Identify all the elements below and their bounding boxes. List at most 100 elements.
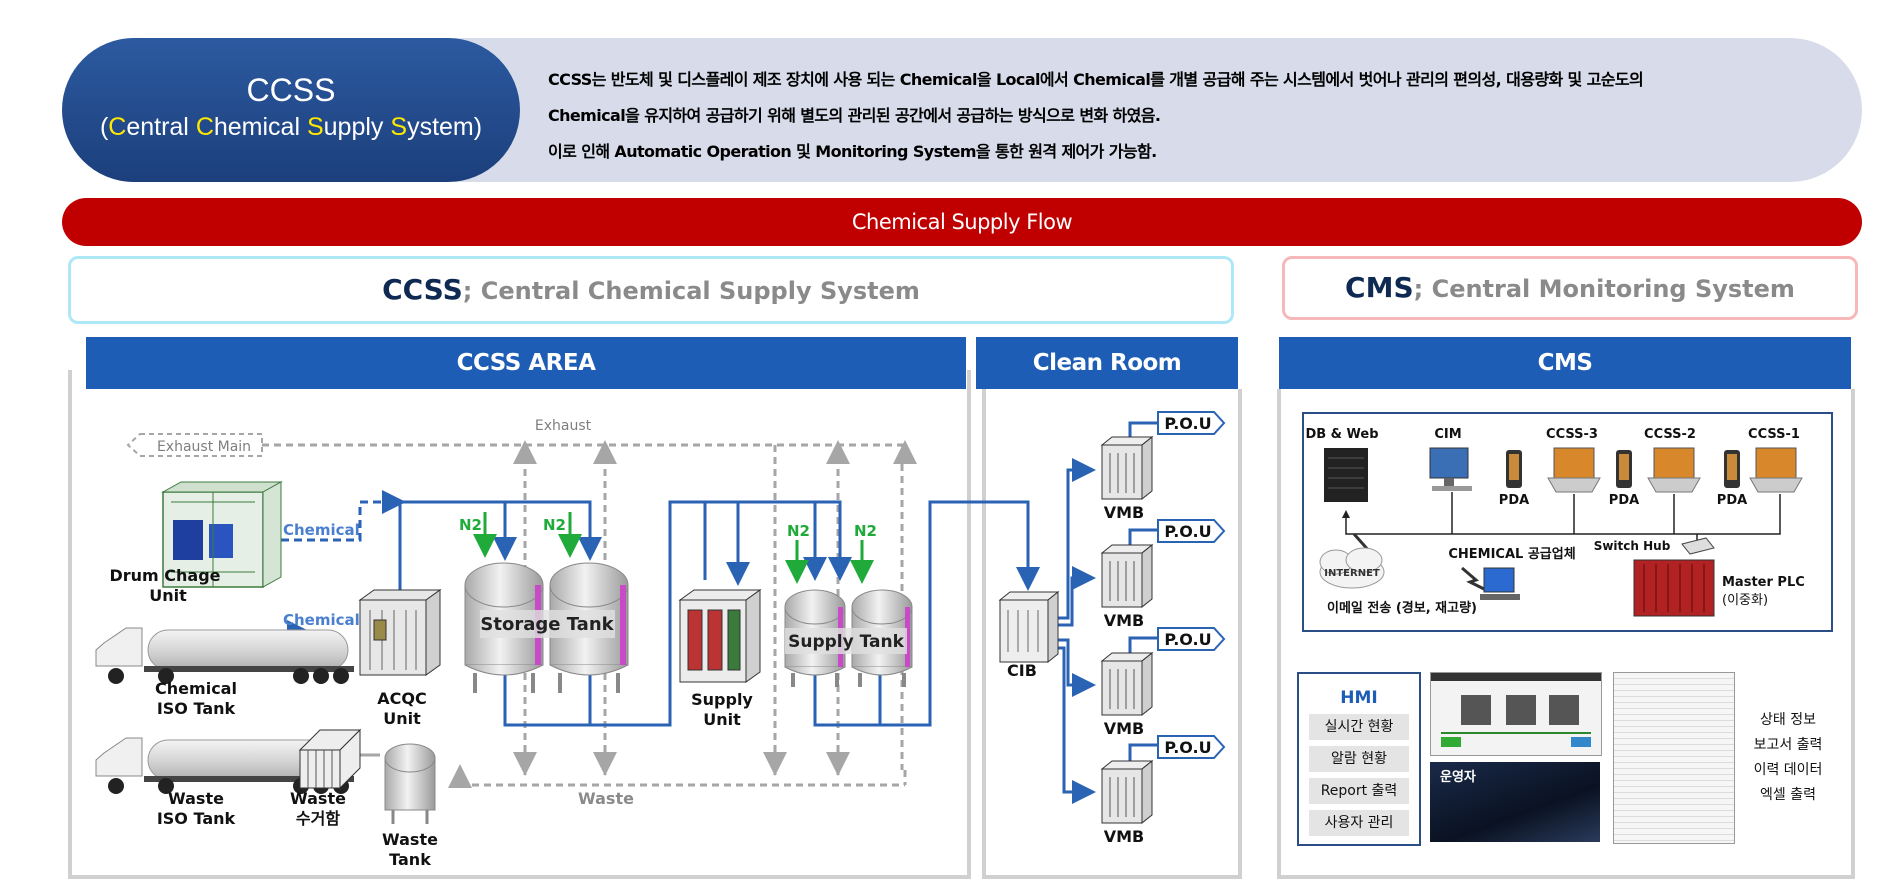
- operator-photo: 운영자: [1430, 762, 1600, 842]
- pou-label: P.O.U: [1164, 414, 1211, 433]
- waste-iso-truck: [95, 737, 354, 794]
- vendor-pc-icon: [1480, 567, 1520, 600]
- cms-network-diagram: DB & Web CIM CCSS-3 CCSS-2 CCSS-1 PDA PD…: [1305, 427, 1805, 617]
- ccss2-label: CCSS-2: [1644, 427, 1696, 442]
- chemical-iso-truck: [95, 627, 354, 684]
- supply-tank-label: Supply Tank: [788, 632, 904, 652]
- chemical-vendor-label: CHEMICAL 공급업체: [1448, 547, 1575, 562]
- vmb-label: VMB: [1104, 827, 1145, 846]
- vmb-label: VMB: [1104, 611, 1145, 630]
- pou-label: P.O.U: [1164, 522, 1211, 541]
- hmi-title: HMI: [1340, 688, 1378, 708]
- header-title-pill: CCSS (Central Chemical Supply System): [62, 38, 520, 182]
- laptop-icon: [1647, 447, 1701, 493]
- supply-pipes: [268, 421, 1158, 804]
- description-line: 이로 인해 Automatic Operation 및 Monitoring S…: [548, 142, 1157, 161]
- svg-text:Unit: Unit: [703, 710, 741, 729]
- svg-text:N2: N2: [459, 516, 482, 534]
- ccss3-label: CCSS-3: [1546, 427, 1598, 442]
- internet-cloud-icon: [1319, 547, 1385, 589]
- pda-icon: [1506, 450, 1522, 488]
- pda-label: PDA: [1499, 493, 1529, 508]
- internet-label: INTERNET: [1324, 568, 1380, 579]
- pou-tag: [1157, 627, 1226, 651]
- master-plc-label: Master PLC: [1722, 575, 1805, 590]
- supply-tank-2: [851, 589, 913, 687]
- waste-line-label: Waste: [578, 789, 634, 808]
- vmb-group: VMB VMB VMB VMB: [1100, 435, 1154, 846]
- svg-text:수거함: 수거함: [296, 809, 340, 828]
- svg-text:Unit: Unit: [383, 709, 421, 728]
- description-line: CCSS는 반도체 및 디스플레이 제조 장치에 사용 되는 Chemical을…: [548, 70, 1644, 89]
- cms-section-title: CMS; Central Monitoring System: [1282, 256, 1858, 320]
- chemical-label-drum: Chemical: [283, 521, 360, 539]
- vmb-cabinet: [1100, 651, 1154, 717]
- report-item: 이력 데이터: [1753, 762, 1823, 778]
- vmb-label: VMB: [1104, 719, 1145, 738]
- waste-iso-label: Waste: [168, 789, 224, 808]
- pou-label: P.O.U: [1164, 738, 1211, 757]
- acqc-label: ACQC: [377, 689, 426, 708]
- exhaust-main-tag: [126, 433, 263, 457]
- pda-icon: [1616, 450, 1632, 488]
- exhaust-main-label: Exhaust Main: [157, 439, 251, 455]
- lightning-icon: [1461, 566, 1487, 592]
- hmi-item: 실시간 현황: [1309, 714, 1409, 740]
- clean-room-panel: [982, 389, 1242, 879]
- vmb-cabinet: [1100, 435, 1154, 501]
- switch-hub-label: Switch Hub: [1594, 539, 1671, 553]
- ccss1-label: CCSS-1: [1748, 427, 1800, 442]
- pda-label: PDA: [1609, 493, 1639, 508]
- report-item: 보고서 출력: [1753, 737, 1823, 753]
- svg-text:ISO Tank: ISO Tank: [157, 809, 236, 828]
- hmi-item: 알람 현황: [1309, 746, 1409, 772]
- cms-header: CMS: [1279, 337, 1851, 389]
- waste-tank: [384, 743, 436, 824]
- ccss-section-title: CCSS; Central Chemical Supply System: [68, 256, 1234, 324]
- acqc-unit: [358, 589, 442, 676]
- report-item: 엑셀 출력: [1760, 787, 1816, 803]
- exhaust-label: Exhaust: [535, 418, 592, 434]
- pou-group: P.O.UP.O.UP.O.UP.O.U: [1157, 411, 1226, 759]
- ccss-area-panel: [68, 370, 971, 879]
- header-subtitle: (Central Chemical Supply System): [99, 113, 483, 141]
- email-label: 이메일 전송 (경보, 재고량): [1327, 600, 1477, 616]
- pou-tag: [1157, 519, 1226, 543]
- master-plc-sub: (이중화): [1722, 593, 1768, 608]
- laptop-icon: [1547, 447, 1601, 493]
- hmi-screen-image: [1430, 672, 1602, 756]
- laptop-icon: [1749, 447, 1803, 493]
- vmb-cabinet: [1100, 543, 1154, 609]
- cms-panel: [1277, 389, 1855, 879]
- drum-charge-label: Drum Chage: [109, 566, 220, 585]
- cib-cabinet: [998, 590, 1060, 664]
- vmb-cabinet: [1100, 759, 1154, 825]
- header-description: CCSS는 반도체 및 디스플레이 제조 장치에 사용 되는 Chemical을…: [548, 62, 1838, 170]
- waste-bin: [298, 728, 362, 790]
- cim-pc-icon: [1429, 447, 1472, 491]
- svg-text:Tank: Tank: [389, 850, 431, 869]
- cib-label: CIB: [1007, 661, 1037, 680]
- operator-label: 운영자: [1440, 770, 1476, 785]
- svg-text:N2: N2: [854, 522, 877, 540]
- pda-icon: [1724, 450, 1740, 488]
- chemical-label-iso: Chemical: [283, 611, 360, 629]
- storage-tank-label: Storage Tank: [480, 614, 614, 635]
- drum-charge-unit: [161, 481, 283, 588]
- master-plc-icon: [1633, 559, 1715, 617]
- svg-text:N2: N2: [787, 522, 810, 540]
- pda-label: PDA: [1717, 493, 1747, 508]
- report-list: 상태 정보 보고서 출력 이력 데이터 엑셀 출력: [1738, 708, 1838, 808]
- svg-text:Unit: Unit: [149, 586, 187, 605]
- switch-hub-icon: [1681, 537, 1715, 555]
- waste-bin-label: Waste: [290, 789, 346, 808]
- vmb-label: VMB: [1104, 503, 1145, 522]
- hmi-box: HMI 실시간 현황 알람 현황 Report 출력 사용자 관리: [1297, 672, 1421, 846]
- supply-unit-label: Supply: [691, 690, 753, 709]
- db-web-label: DB & Web: [1305, 427, 1378, 442]
- waste-tank-label: Waste: [382, 830, 438, 849]
- pou-tag: [1157, 735, 1226, 759]
- svg-text:ISO Tank: ISO Tank: [157, 699, 236, 718]
- svg-text:N2: N2: [543, 516, 566, 534]
